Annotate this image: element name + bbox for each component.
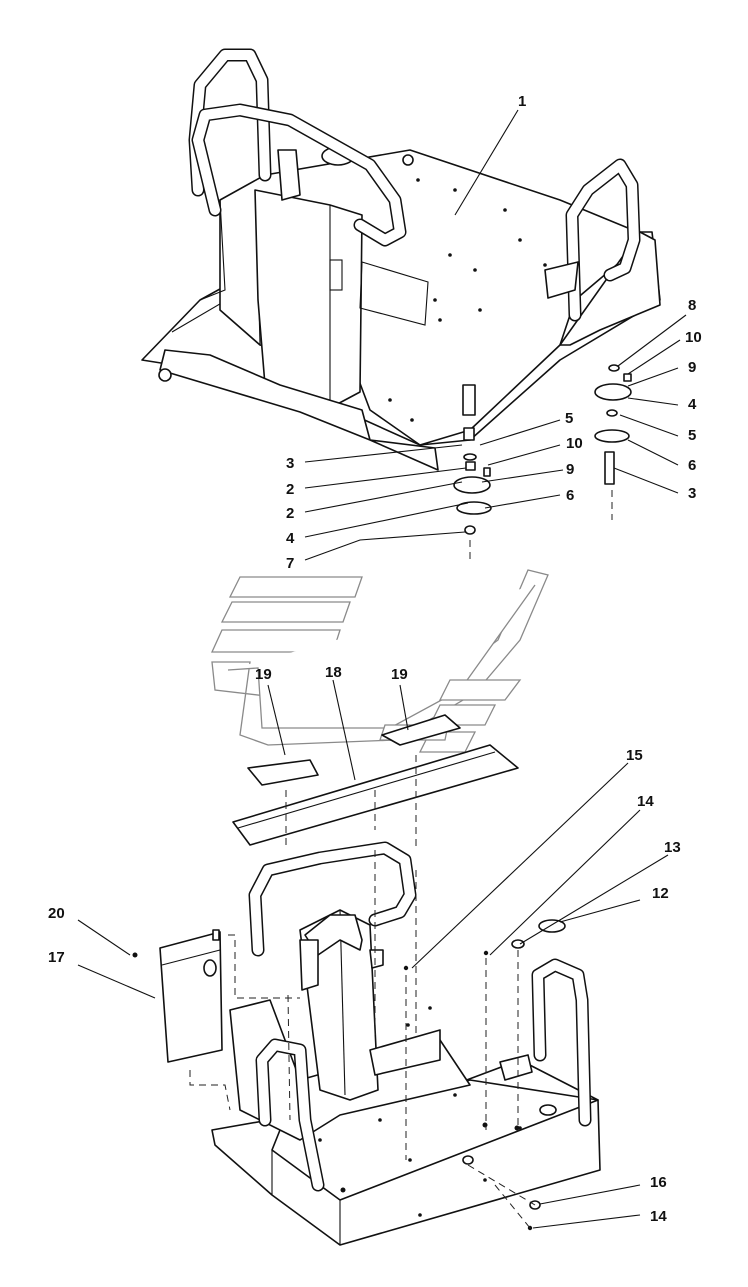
- callout-14-lower: 14: [650, 1208, 667, 1225]
- callout-17: 17: [48, 949, 65, 966]
- callout-7: 7: [286, 555, 294, 572]
- mounting-holes: [388, 178, 547, 422]
- callout-19-left: 19: [255, 666, 272, 683]
- small-fasteners: [132, 950, 541, 1231]
- right-mount-hardware: [594, 364, 632, 485]
- callout-5-left: 5: [565, 410, 573, 427]
- callout-2-lower: 2: [286, 505, 294, 522]
- left-mount-hardware: [453, 427, 492, 535]
- lower-seat-assembly: [211, 841, 601, 1246]
- callout-1: 1: [518, 93, 526, 110]
- washer-part-13: [511, 939, 525, 949]
- callout-15: 15: [626, 747, 643, 764]
- callout-3-right: 3: [688, 485, 696, 502]
- callout-8: 8: [688, 297, 696, 314]
- callout-14-upper: 14: [637, 793, 654, 810]
- callout-3-left: 3: [286, 455, 294, 472]
- callout-12: 12: [652, 885, 669, 902]
- side-panel-part-17: [159, 929, 223, 1063]
- callout-10-right: 10: [685, 329, 702, 346]
- leader-lines: [77, 109, 687, 1229]
- callout-6-left: 6: [566, 487, 574, 504]
- callout-20: 20: [48, 905, 65, 922]
- callout-16: 16: [650, 1174, 667, 1191]
- callout-10-left: 10: [566, 435, 583, 452]
- lower-holes: [318, 1006, 522, 1217]
- callout-4-left: 4: [286, 530, 295, 547]
- callout-6-right: 6: [688, 457, 696, 474]
- callout-18: 18: [325, 664, 342, 681]
- callout-5-right: 5: [688, 427, 696, 444]
- upper-frame-assembly: [141, 48, 661, 471]
- callout-9-left: 9: [566, 461, 574, 478]
- callout-4-right: 4: [688, 396, 697, 413]
- callout-2-upper: 2: [286, 481, 294, 498]
- callout-9-right: 9: [688, 359, 696, 376]
- seat-pad-outlines: [210, 569, 549, 753]
- callout-labels: 1 3 2 2 4 7 5 10 9 6 8 10 9 4 5 6 3 19 1…: [48, 93, 702, 1225]
- assembly-lines: [189, 490, 613, 1229]
- callout-19-right: 19: [391, 666, 408, 683]
- callout-13: 13: [664, 839, 681, 856]
